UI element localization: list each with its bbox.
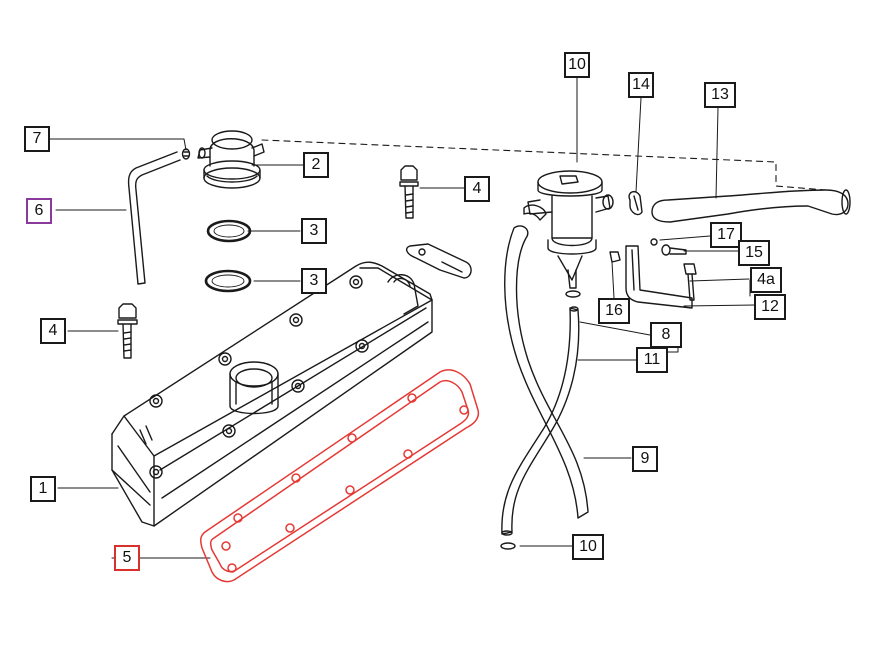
dashed-connector: [261, 139, 827, 191]
callout-4a: 4a: [750, 267, 782, 293]
callout-10-lower: 10: [572, 534, 604, 560]
callout-11: 11: [636, 347, 668, 373]
callout-5: 5: [114, 545, 140, 571]
part-4a-bolt: [683, 263, 697, 301]
part-1-valve-cover: [111, 261, 433, 527]
callout-4-left: 4: [40, 318, 66, 344]
callout-17: 17: [710, 222, 742, 248]
part-4-bolt-left: [117, 303, 138, 359]
callout-3-lower: 3: [301, 268, 327, 294]
part-3-o-rings: [204, 219, 252, 293]
callout-3-upper: 3: [301, 218, 327, 244]
callout-1: 1: [30, 476, 56, 502]
part-6-tube: [127, 151, 181, 285]
callout-4-upper: 4: [464, 176, 490, 202]
bracket-small: [405, 243, 472, 279]
callout-2: 2: [303, 152, 329, 178]
part-8-hose: [504, 225, 589, 519]
callout-8: 9: [632, 446, 658, 472]
leader-lines: [49, 77, 756, 559]
part-12-bracket: [625, 245, 693, 309]
part-16-nut: [609, 251, 621, 263]
part-2-filler-cap: [197, 130, 265, 189]
hose-clamp-left: [523, 204, 547, 221]
part-15-screw: [661, 244, 687, 256]
callout-15: 15: [738, 240, 770, 266]
callout-10-upper: 8: [650, 322, 682, 348]
callout-16: 16: [598, 298, 630, 324]
part-10-o-ring-lower: [500, 542, 516, 550]
callout-6: 6: [26, 198, 52, 224]
callout-12: 12: [754, 294, 786, 320]
part-13-hose: [651, 189, 851, 223]
callout-7: 7: [24, 126, 50, 152]
part-9-breather-valve: [527, 170, 614, 289]
part-10-o-ring-upper: [565, 290, 581, 298]
part-7-clip: [181, 148, 191, 160]
callout-13: 13: [704, 82, 736, 108]
part-5-gasket: [200, 369, 480, 583]
part-14-clamp: [628, 190, 643, 216]
part-11-hose: [501, 306, 580, 536]
part-4-bolt-upper: [399, 165, 419, 219]
filler-neck: [229, 361, 279, 415]
callout-9: 10: [564, 52, 590, 78]
cover-bolt-holes: [149, 275, 369, 479]
callout-14: 14: [628, 72, 654, 98]
part-17-washer: [650, 238, 658, 246]
